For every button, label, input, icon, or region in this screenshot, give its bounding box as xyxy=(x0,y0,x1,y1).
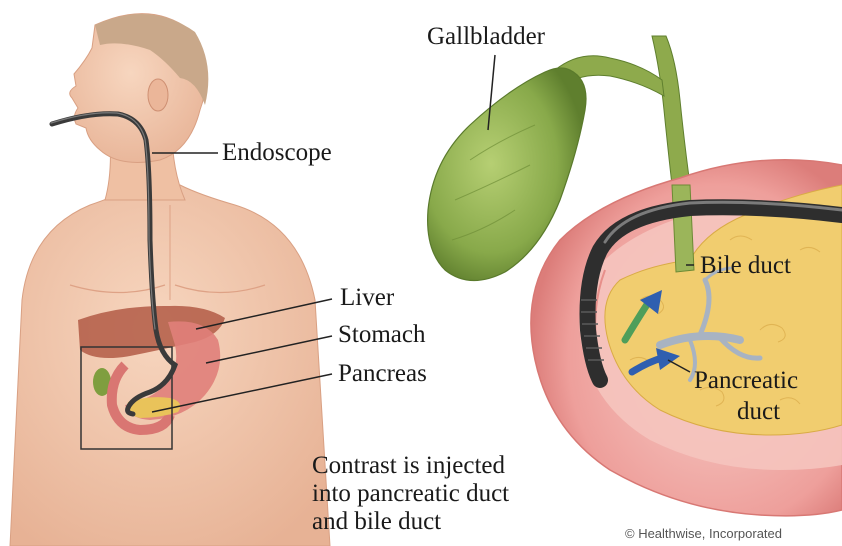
caption-line-2: into pancreatic duct xyxy=(312,480,509,508)
caption: Contrast is injected into pancreatic duc… xyxy=(312,452,509,536)
gallbladder-label: Gallbladder xyxy=(427,24,545,49)
liver-label: Liver xyxy=(340,285,394,310)
pancreas-label: Pancreas xyxy=(338,361,427,386)
copyright-credit: © Healthwise, Incorporated xyxy=(625,526,782,541)
hepatic-duct xyxy=(652,36,690,185)
bile-duct xyxy=(672,185,694,272)
caption-line-3: and bile duct xyxy=(312,508,509,536)
bile-duct-label: Bile duct xyxy=(700,253,791,278)
ear xyxy=(148,79,168,111)
caption-line-1: Contrast is injected xyxy=(312,452,509,480)
pancreatic-duct-label-line1: Pancreatic xyxy=(694,368,798,393)
pancreatic-duct-label-line2: duct xyxy=(737,399,780,424)
stomach-label: Stomach xyxy=(338,322,426,347)
torso-figure xyxy=(10,14,330,546)
endoscope-label: Endoscope xyxy=(222,140,332,165)
